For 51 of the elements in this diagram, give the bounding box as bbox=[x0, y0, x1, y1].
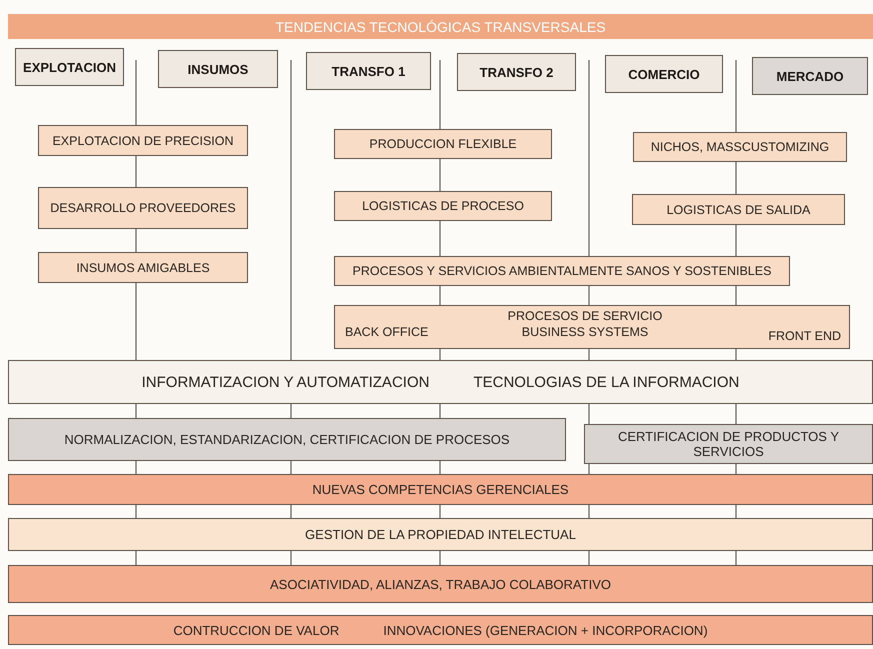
band-label: FRONT END bbox=[768, 329, 841, 343]
column-header bbox=[306, 52, 431, 90]
category-band bbox=[8, 565, 873, 603]
band-label: NORMALIZACION, ESTANDARIZACION, CERTIFICACION DE PROCESOS bbox=[63, 432, 511, 447]
category-band bbox=[8, 474, 873, 505]
band-label: CERTIFICACION DE PRODUCTOS Y SERVICIOS bbox=[616, 429, 840, 459]
category-band bbox=[8, 360, 873, 404]
band-label: LOGISTICAS DE PROCESO bbox=[361, 199, 525, 213]
band-label: NUEVAS COMPETENCIAS GERENCIALES bbox=[311, 482, 570, 497]
category-band bbox=[38, 187, 248, 229]
band-label: NICHOS, MASSCUSTOMIZING bbox=[650, 140, 830, 154]
category-band bbox=[633, 132, 847, 162]
column-header bbox=[158, 50, 278, 88]
column-header bbox=[15, 48, 124, 86]
band-label: LOGISTICAS DE SALIDA bbox=[666, 202, 812, 216]
category-band bbox=[632, 194, 845, 225]
column-title: COMERCIO bbox=[627, 66, 701, 82]
band-label: EXPLOTACION DE PRECISION bbox=[51, 134, 235, 148]
band-label: INFORMATIZACION Y AUTOMATIZACION bbox=[140, 374, 430, 390]
category-band bbox=[8, 518, 873, 551]
column-header bbox=[457, 53, 576, 91]
band-label: PROCESOS Y SERVICIOS AMBIENTALMENTE SANOS Y SOSTENIBLES bbox=[352, 264, 772, 278]
band-label: BACK OFFICE bbox=[345, 325, 428, 339]
band-label: DESARROLLO PROVEEDORES bbox=[49, 201, 237, 215]
band-label: ASOCIATIVIDAD, ALIANZAS, TRABAJO COLABORATIVO bbox=[269, 576, 612, 592]
band-label: GESTION DE LA PROPIEDAD INTELECTUAL bbox=[304, 527, 577, 542]
category-band bbox=[38, 125, 248, 156]
band-label: CONTRUCCION DE VALOR bbox=[172, 622, 340, 638]
category-band bbox=[334, 256, 790, 286]
category-band bbox=[38, 252, 248, 283]
category-band bbox=[334, 191, 552, 221]
band-label: BUSINESS SYSTEMS bbox=[520, 325, 650, 339]
band-label: INSUMOS AMIGABLES bbox=[75, 260, 211, 274]
category-band bbox=[334, 305, 850, 349]
column-title: TRANSFO 2 bbox=[478, 64, 554, 80]
band-label: INNOVACIONES (GENERACION + INCORPORACION) bbox=[382, 622, 709, 638]
banner-title: TENDENCIAS TECNOLÓGICAS TRANSVERSALES bbox=[274, 18, 607, 34]
category-band bbox=[8, 418, 566, 461]
column-title: TRANSFO 1 bbox=[330, 64, 406, 78]
category-band bbox=[334, 129, 552, 159]
band-label: TECNOLOGIAS DE LA INFORMACION bbox=[472, 374, 740, 390]
band-label: PROCESOS DE SERVICIO bbox=[506, 309, 664, 323]
category-band bbox=[584, 424, 873, 464]
column-header bbox=[605, 55, 723, 93]
category-band bbox=[8, 615, 873, 645]
banner bbox=[8, 14, 873, 39]
column-title: MERCADO bbox=[775, 68, 845, 84]
column-header bbox=[752, 57, 868, 95]
band-label: PRODUCCION FLEXIBLE bbox=[368, 137, 518, 151]
column-title: EXPLOTACION bbox=[22, 60, 117, 74]
column-title: INSUMOS bbox=[186, 62, 250, 76]
